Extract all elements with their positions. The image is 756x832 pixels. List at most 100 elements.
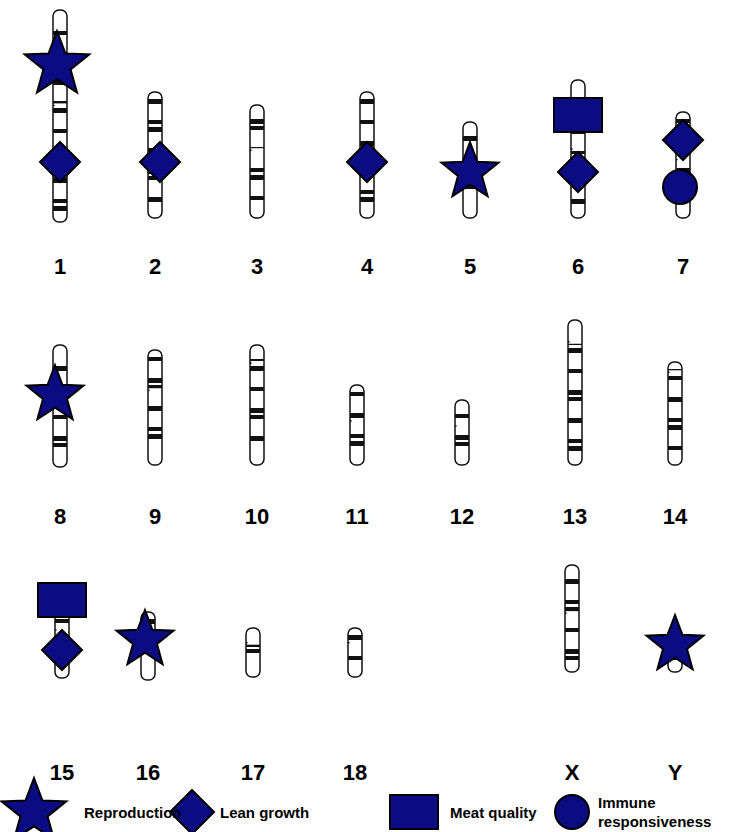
reproduction-star	[647, 615, 704, 669]
chromosome-band	[246, 649, 260, 653]
chromosome-ideogram	[668, 362, 682, 465]
chromosome-band	[53, 443, 67, 447]
chromosome-number: 16	[118, 760, 178, 786]
chromosome-band	[568, 390, 582, 395]
chromosome-band	[348, 656, 362, 660]
chromosome-band	[350, 441, 364, 446]
chromosome-band	[148, 406, 162, 411]
chromosome-number: 1	[30, 254, 90, 280]
chromosome-ideogram	[350, 385, 364, 465]
chromosome-number: X	[542, 760, 602, 786]
lean-growth-diamond	[347, 142, 387, 182]
chromosome-band	[668, 369, 682, 374]
chromosome-band	[668, 425, 682, 430]
chromosome-band	[250, 147, 264, 152]
chromosome-band	[568, 369, 582, 373]
chromosome-band	[668, 397, 682, 402]
chromosome-band	[360, 99, 374, 104]
chromosome-number: 11	[327, 504, 387, 530]
chromosome-band	[148, 427, 162, 431]
chromosome-band	[55, 619, 69, 623]
meat-quality-square	[554, 98, 602, 132]
reproduction-star	[25, 31, 90, 93]
chromosome-number: 2	[125, 254, 185, 280]
chromosome-number: 18	[325, 760, 385, 786]
chromosome-band	[250, 196, 264, 200]
chromosome-number: 10	[227, 504, 287, 530]
chromosome-ideogram	[148, 350, 162, 465]
chromosome-band	[250, 387, 264, 391]
lean-growth-diamond	[558, 152, 598, 192]
chromosome-ideogram	[568, 320, 582, 465]
chromosome-band	[250, 436, 264, 441]
legend-label: Reproduction	[84, 803, 182, 822]
chromosome-band	[668, 446, 682, 450]
chromosome-band	[350, 413, 364, 418]
reproduction-star	[27, 365, 84, 419]
lean-growth-diamond	[663, 120, 703, 160]
chromosome-number: 14	[645, 504, 705, 530]
lean-growth-diamond	[40, 142, 80, 182]
chromosome-band	[350, 434, 364, 438]
chromosome-band	[53, 436, 67, 441]
chromosome-band	[53, 206, 67, 211]
chromosome-band	[148, 127, 162, 132]
chromosome-band	[53, 129, 67, 133]
meat-quality-square	[390, 795, 438, 829]
chromosome-number: 15	[32, 760, 92, 786]
chromosome-ideogram	[250, 105, 264, 218]
chromosome-band	[668, 418, 682, 422]
chromosome-band	[455, 442, 469, 446]
chromosome-band	[565, 579, 579, 584]
chromosome-ideogram	[250, 345, 264, 465]
chromosome-band	[360, 120, 374, 124]
chromosome-band	[148, 357, 162, 361]
chromosome-number: 8	[30, 504, 90, 530]
chromosome-band	[250, 119, 264, 124]
chromosome-number: 17	[223, 760, 283, 786]
chromosome-band	[668, 376, 682, 380]
reproduction-star	[2, 778, 67, 832]
chromosome-band	[568, 439, 582, 443]
chromosome-band	[568, 446, 582, 451]
chromosome-band	[565, 628, 579, 632]
chromosome-band	[250, 175, 264, 180]
chromosome-band	[568, 397, 582, 401]
chromosome-band	[148, 378, 162, 383]
chromosome-number: 13	[545, 504, 605, 530]
chromosome-ideogram	[348, 628, 362, 677]
chromosome-band	[53, 108, 67, 113]
immune-circle	[663, 170, 697, 204]
chromosome-band	[148, 99, 162, 104]
chromosome-number: 6	[548, 254, 608, 280]
reproduction-star	[117, 610, 174, 664]
reproduction-star	[442, 142, 499, 196]
legend-label: Lean growth	[220, 803, 309, 822]
chromosome-band	[455, 435, 469, 440]
chromosome-ideogram	[455, 400, 469, 465]
legend-label: Meat quality	[450, 803, 537, 822]
chromosome-band	[148, 120, 162, 124]
chromosome-band	[350, 392, 364, 396]
chromosome-band	[250, 168, 264, 172]
chromosome-number: 4	[337, 254, 397, 280]
chromosome-band	[565, 656, 579, 660]
meat-quality-square	[38, 583, 86, 617]
chromosome-band	[250, 408, 264, 413]
chromosome-band	[148, 197, 162, 202]
chromosome-number: Y	[645, 760, 705, 786]
immune-circle	[555, 795, 589, 829]
legend-swatches	[2, 778, 589, 832]
chromosome-band	[568, 348, 582, 353]
chromosome-ideogram	[565, 565, 579, 672]
chromosomes	[53, 10, 690, 680]
chromosome-band	[568, 418, 582, 423]
chromosome-band	[53, 199, 67, 203]
chromosome-band	[53, 415, 67, 419]
chromosome-number: 7	[653, 254, 713, 280]
chromosome-band	[250, 366, 264, 371]
chromosome-band	[348, 635, 362, 640]
chromosome-band	[250, 126, 264, 130]
